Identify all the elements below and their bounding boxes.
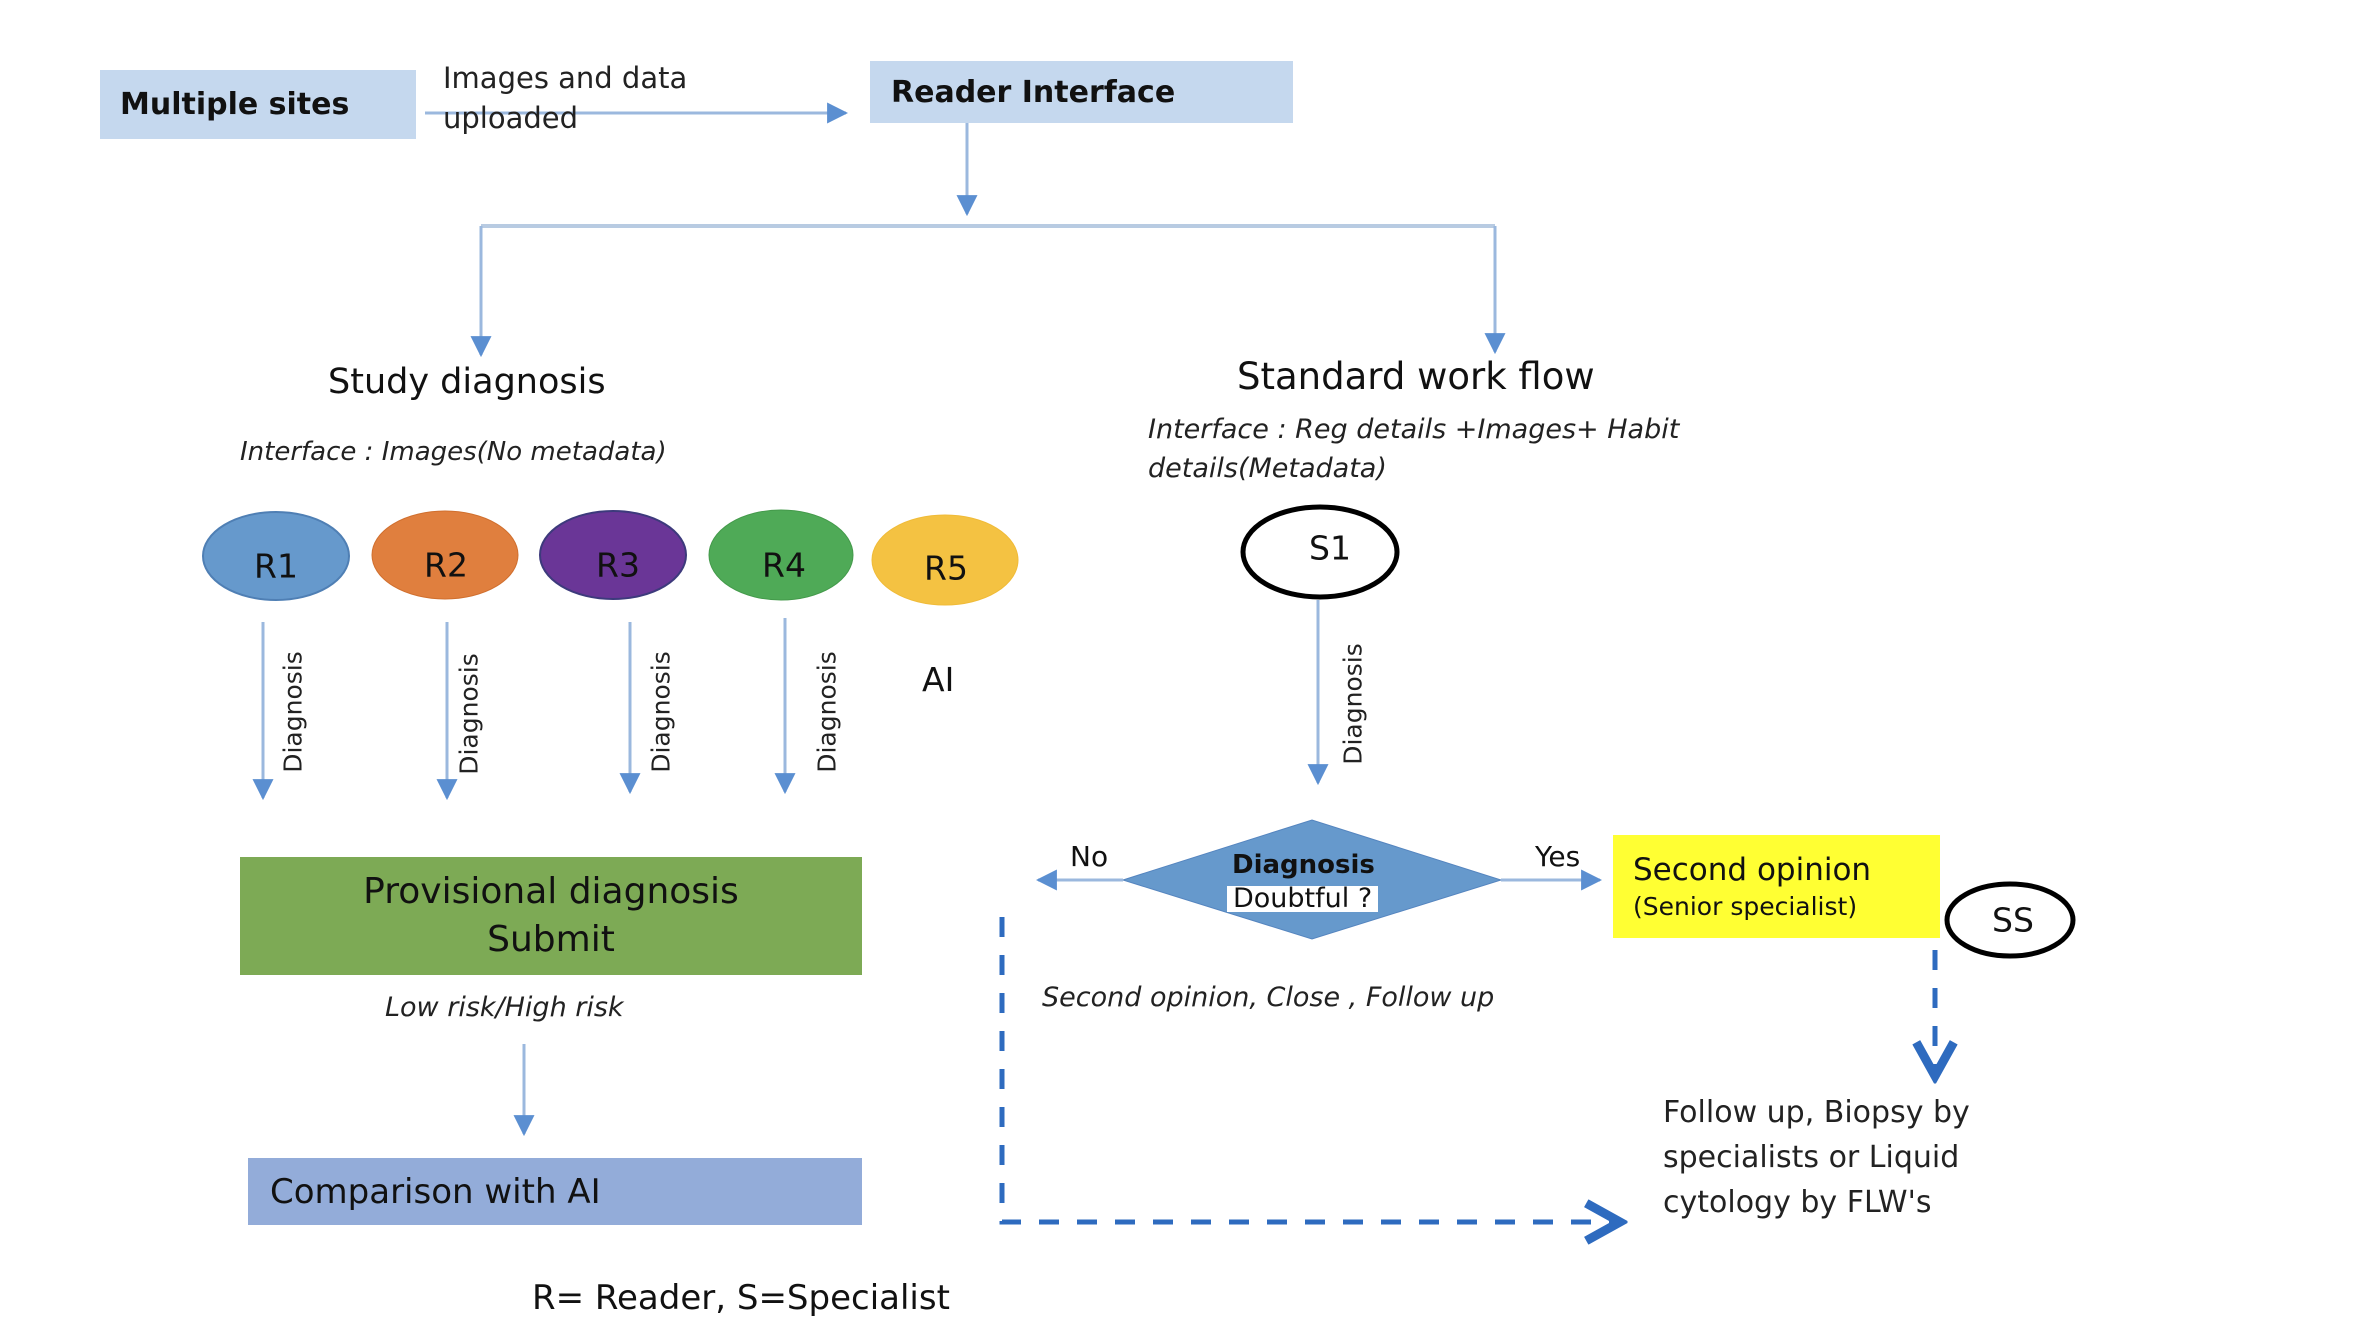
second-opinion-line2: (Senior specialist)	[1633, 891, 1858, 921]
second-opinion-line1: Second opinion	[1633, 851, 1872, 888]
standard-interface-note: Interface : Reg details +Images+ Habit d…	[1148, 410, 1679, 488]
standard-workflow-title: Standard work flow	[1237, 355, 1595, 398]
senior-specialist-node	[1944, 881, 2076, 959]
followup-text: Follow up, Biopsy by specialists or Liqu…	[1663, 1090, 1970, 1225]
followup-line2: specialists or Liquid	[1663, 1140, 1960, 1175]
reader-node-r3	[539, 510, 687, 600]
decision-line1: Diagnosis	[1232, 850, 1375, 880]
followup-line1: Follow up, Biopsy by	[1663, 1095, 1970, 1130]
reader-node-r4	[708, 509, 854, 601]
provisional-diagnosis-box: Provisional diagnosis Submit	[240, 857, 862, 975]
r1-diagnosis-label: Diagnosis	[278, 651, 308, 773]
reader-label-r4: R4	[762, 545, 806, 585]
followup-line3: cytology by FLW's	[1663, 1185, 1932, 1220]
upload-label-line1: Images and data	[443, 61, 688, 95]
provisional-line1: Provisional diagnosis	[363, 871, 739, 912]
ai-label: AI	[922, 660, 955, 699]
upload-label: Images and data uploaded	[443, 58, 687, 138]
r4-diagnosis-label: Diagnosis	[812, 651, 842, 773]
r3-diagnosis-label: Diagnosis	[646, 651, 676, 773]
reader-node-r2	[371, 510, 519, 600]
second-opinion-box: Second opinion (Senior specialist)	[1613, 835, 1940, 938]
comparison-label: Comparison with AI	[270, 1171, 601, 1212]
outcomes-label: Second opinion, Close , Follow up	[1042, 982, 1495, 1013]
reader-label-r5: R5	[924, 548, 968, 588]
legend-text: R= Reader, S=Specialist	[532, 1278, 950, 1318]
reader-interface-label: Reader Interface	[891, 74, 1176, 110]
reader-label-r2: R2	[424, 545, 468, 585]
standard-interface-line1: Interface : Reg details +Images+ Habit	[1148, 414, 1680, 445]
provisional-line2: Submit	[487, 919, 615, 960]
yes-label: Yes	[1535, 840, 1581, 873]
ss-label: SS	[1992, 900, 2034, 940]
study-diagnosis-title: Study diagnosis	[328, 362, 606, 402]
study-interface-note: Interface : Images(No metadata)	[240, 437, 667, 467]
risk-label: Low risk/High risk	[385, 992, 624, 1023]
decision-line2: Doubtful ?	[1227, 885, 1379, 912]
reader-label-r3: R3	[596, 545, 640, 585]
r2-diagnosis-label: Diagnosis	[454, 653, 484, 775]
reader-node-r5	[871, 514, 1019, 606]
multiple-sites-label: Multiple sites	[120, 87, 350, 122]
upload-label-line2: uploaded	[443, 101, 579, 135]
no-label: No	[1070, 840, 1109, 873]
s1-label: S1	[1309, 528, 1351, 568]
reader-interface-box: Reader Interface	[870, 61, 1293, 123]
reader-node-r1	[202, 511, 350, 601]
comparison-with-ai-box: Comparison with AI	[248, 1158, 862, 1225]
standard-interface-line2: details(Metadata)	[1148, 453, 1387, 484]
multiple-sites-box: Multiple sites	[100, 70, 416, 139]
s1-diagnosis-label: Diagnosis	[1338, 643, 1368, 765]
specialist-node-s1	[1240, 504, 1400, 600]
reader-label-r1: R1	[254, 546, 298, 586]
no-path-dashed-arrow	[999, 917, 1620, 1222]
